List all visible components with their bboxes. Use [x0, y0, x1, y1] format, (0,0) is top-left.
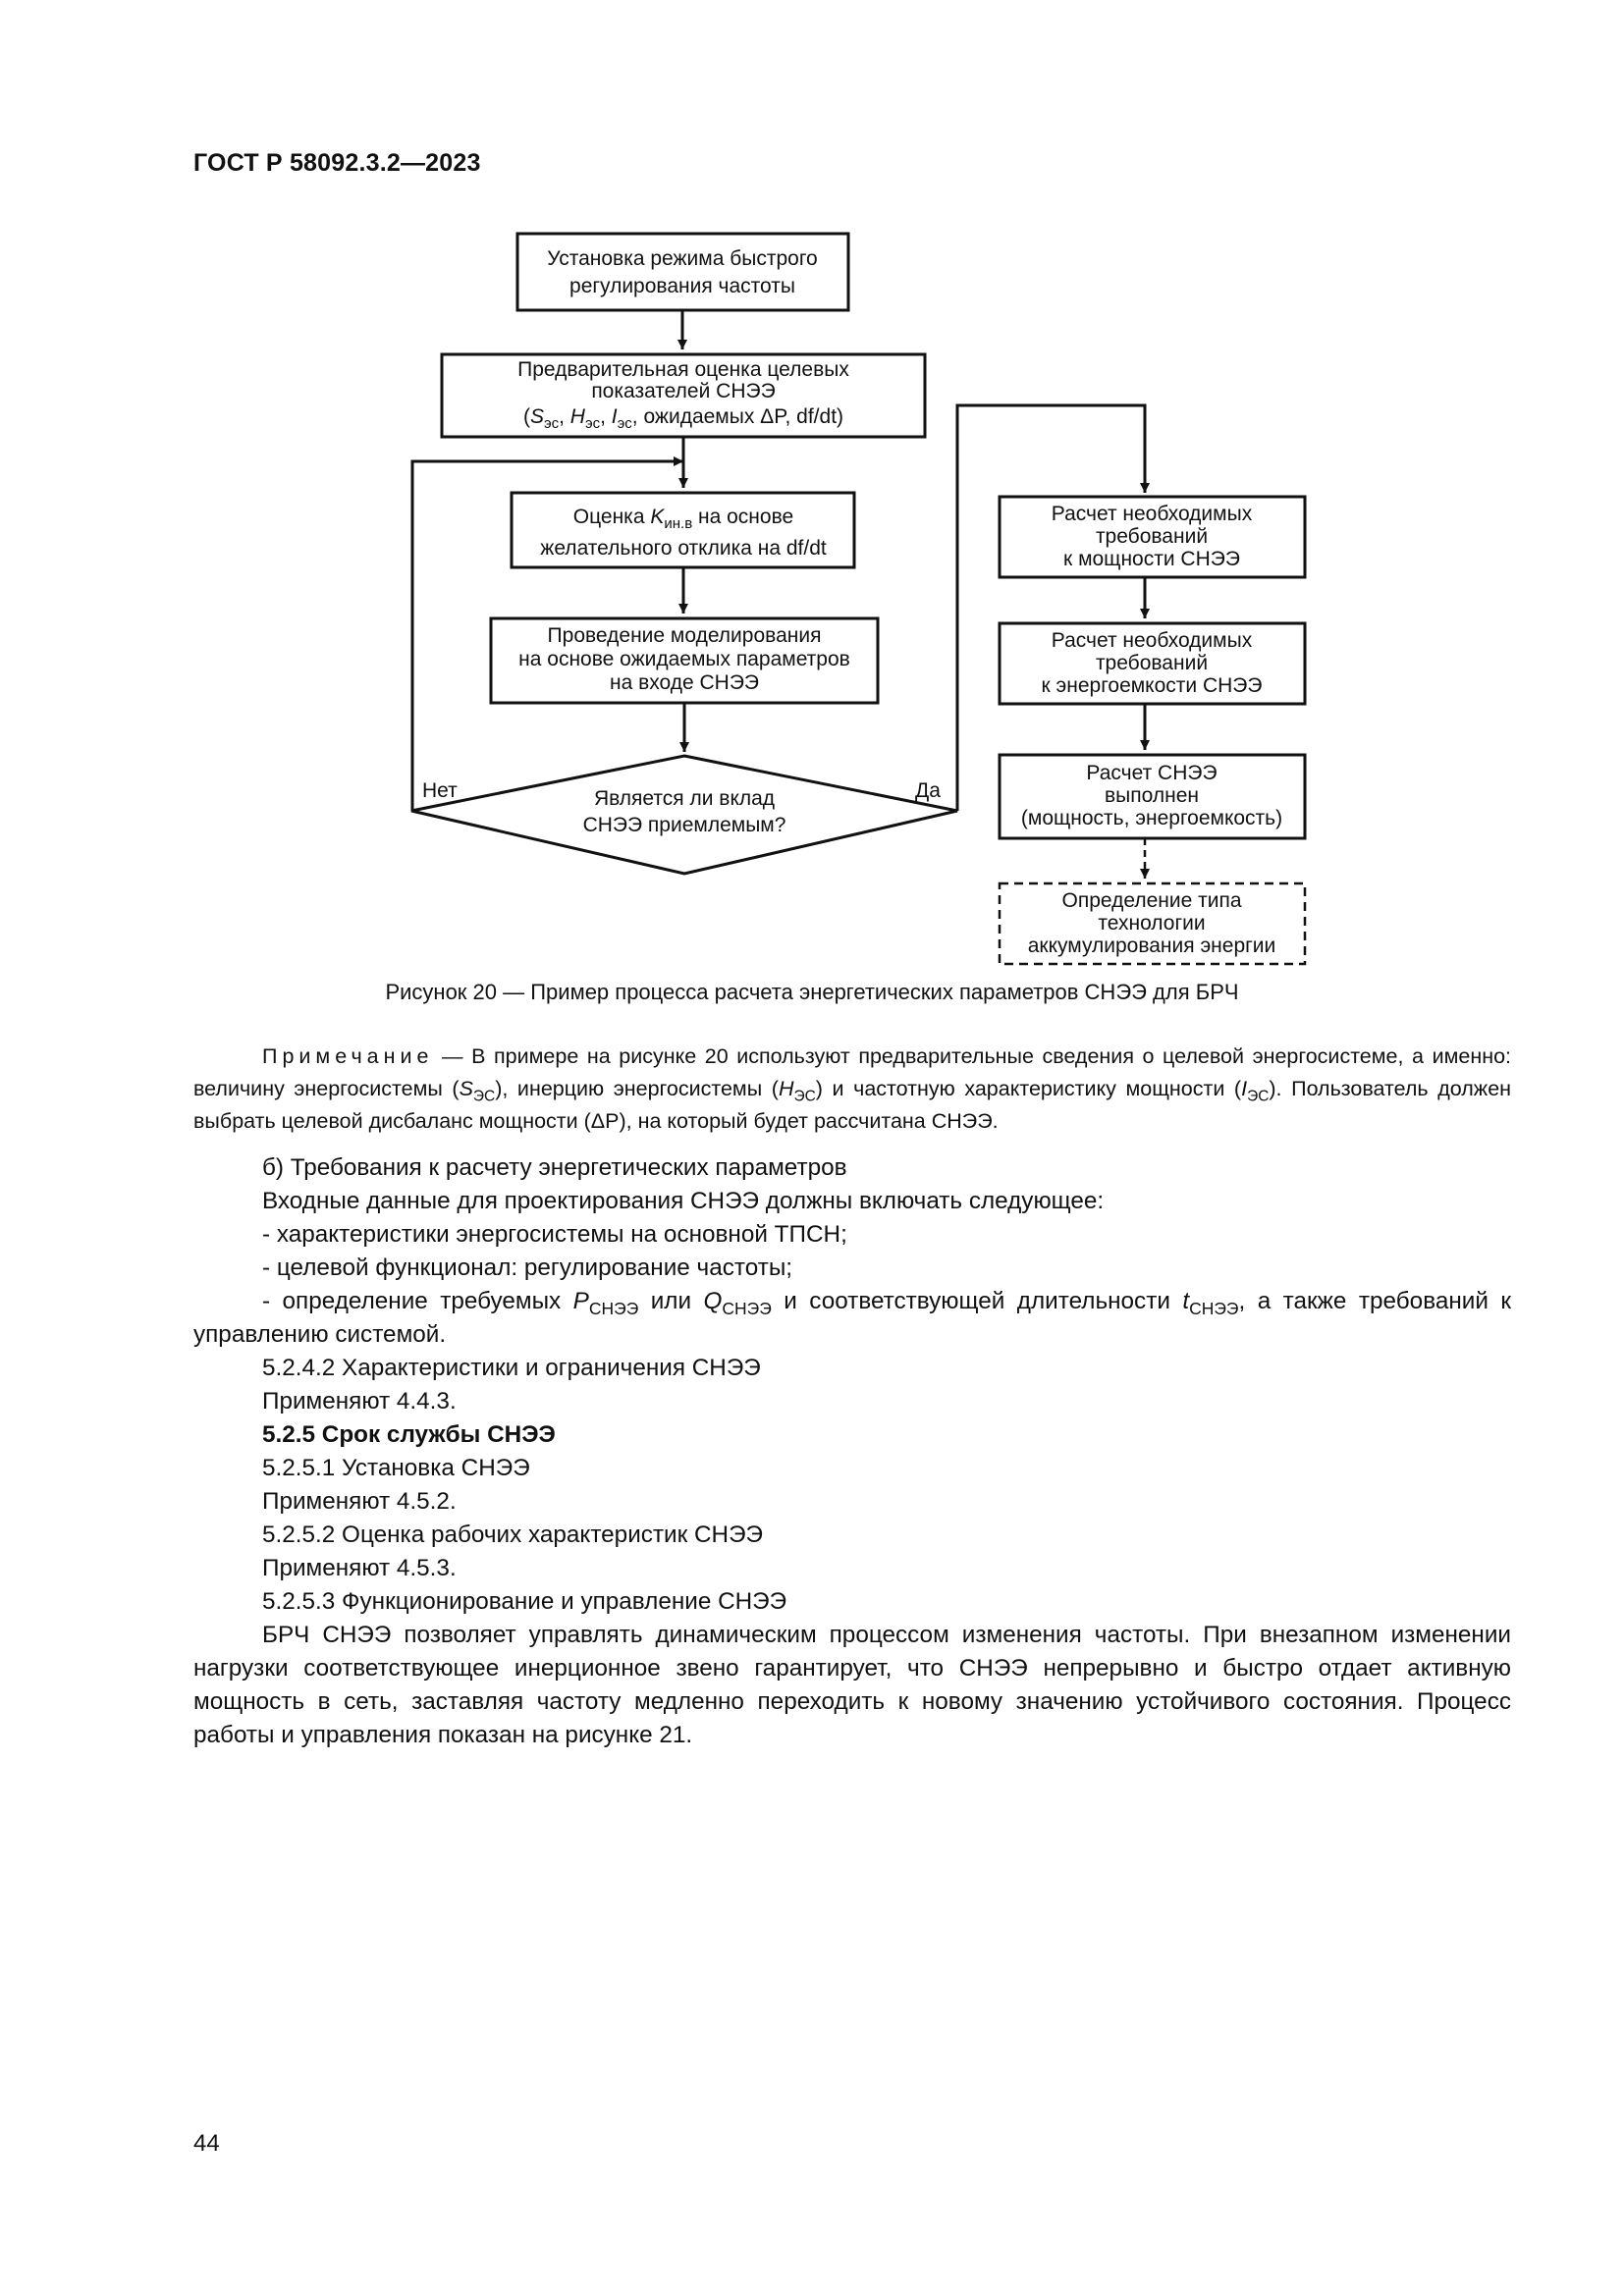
box-tech-line2: технологии	[1098, 912, 1205, 934]
box-energy-line1: Расчет необходимых	[1052, 629, 1253, 652]
section-5-2-5-title: 5.2.5 Срок службы СНЭЭ	[262, 1421, 556, 1448]
paragraph-operation: БРЧ СНЭЭ позволяет управлять динамически…	[193, 1622, 1511, 1748]
list-item-requirements: - определение требуемых PСНЭЭ или QСНЭЭ …	[193, 1288, 1511, 1348]
box-power-line2: требований	[1096, 525, 1208, 548]
box-done-line1: Расчет СНЭЭ	[1086, 762, 1217, 784]
box-power-line3: к мощности СНЭЭ	[1063, 548, 1240, 570]
paragraph-apply-4-4-3: Применяют 4.4.3.	[262, 1388, 457, 1415]
decision-line1: Является ли вклад	[594, 787, 775, 810]
box-setup-frequency-mode: Установка режима быстрого регулирования …	[515, 232, 850, 312]
box-calculation-done: Расчет СНЭЭ выполнен (мощность, энергоем…	[998, 753, 1307, 840]
box-energy-capacity-requirements: Расчет необходимых требований к энергоем…	[998, 621, 1307, 706]
box-setup-line1: Установка режима быстрого	[547, 247, 817, 270]
box-prelim-line2: показателей СНЭЭ	[591, 380, 775, 402]
box-preliminary-assessment: Предварительная оценка целевых показател…	[440, 352, 927, 439]
note-label: Примечание	[262, 1044, 434, 1068]
section-5-2-5-3: 5.2.5.3 Функционирование и управление СН…	[262, 1588, 787, 1615]
label-no: Нет	[422, 779, 458, 802]
box-done-line3: (мощность, энергоемкость)	[1021, 807, 1282, 829]
list-item-characteristics: - характеристики энергосистемы на основн…	[262, 1221, 847, 1248]
section-5-2-4-2: 5.2.4.2 Характеристики и ограничения СНЭ…	[262, 1355, 761, 1381]
section-5-2-5-1: 5.2.5.1 Установка СНЭЭ	[262, 1455, 530, 1481]
paragraph-inputs: Входные данные для проектирования СНЭЭ д…	[262, 1188, 1105, 1214]
paragraph-apply-4-5-3: Применяют 4.5.3.	[262, 1555, 457, 1581]
decision-diamond: Является ли вклад СНЭЭ приемлемым?	[410, 754, 958, 876]
figure-caption: Рисунок 20 — Пример процесса расчета эне…	[385, 980, 1239, 1004]
box-setup-line2: регулирования частоты	[569, 275, 795, 297]
arrow-yes-path	[955, 403, 1150, 811]
box-kin-line1: Оценка Kин.в на основе	[573, 506, 793, 532]
box-tech-line1: Определение типа	[1061, 889, 1241, 912]
box-prelim-line1: Предварительная оценка целевых	[517, 358, 849, 381]
label-yes: Да	[915, 779, 941, 802]
box-storage-technology-dashed: Определение типа технологии аккумулирова…	[998, 881, 1307, 966]
flowchart-figure: Установка режима быстрого регулирования …	[410, 232, 1307, 966]
box-done-line2: выполнен	[1105, 784, 1199, 807]
section-5-2-5-2: 5.2.5.2 Оценка рабочих характеристик СНЭ…	[262, 1522, 764, 1548]
list-item-functional: - целевой функционал: регулирование част…	[262, 1255, 793, 1281]
figure-note: Примечание — В примере на рисунке 20 исп…	[193, 1044, 1512, 1133]
decision-line2: СНЭЭ приемлемым?	[583, 814, 786, 836]
document-header: ГОСТ Р 58092.3.2—2023	[193, 149, 481, 177]
box-model-line2: на основе ожидаемых параметров	[518, 648, 850, 670]
box-modelling: Проведение моделирования на основе ожида…	[489, 616, 880, 705]
box-k-inertia-estimate: Оценка Kин.в на основе желательного откл…	[510, 491, 856, 569]
box-power-requirements: Расчет необходимых требований к мощности…	[998, 495, 1307, 579]
box-kin-line2: желательного отклика на df/dt	[540, 537, 827, 560]
box-model-line3: на входе СНЭЭ	[610, 671, 759, 694]
page-number: 44	[193, 2130, 220, 2157]
box-energy-line2: требований	[1096, 652, 1208, 674]
document-body: Примечание — В примере на рисунке 20 исп…	[193, 1041, 1511, 1752]
box-tech-line3: аккумулирования энергии	[1028, 934, 1276, 957]
box-energy-line3: к энергоемкости СНЭЭ	[1042, 674, 1263, 697]
box-power-line1: Расчет необходимых	[1052, 503, 1253, 525]
paragraph-b: б) Требования к расчету энергетических п…	[262, 1154, 847, 1181]
box-prelim-line3: (Sэс, Hэс, Iэс, ожидаемых ΔP, df/dt)	[523, 405, 843, 432]
arrow-no-loop	[410, 456, 683, 813]
box-model-line1: Проведение моделирования	[548, 624, 822, 647]
paragraph-apply-4-5-2: Применяют 4.5.2.	[262, 1488, 457, 1515]
